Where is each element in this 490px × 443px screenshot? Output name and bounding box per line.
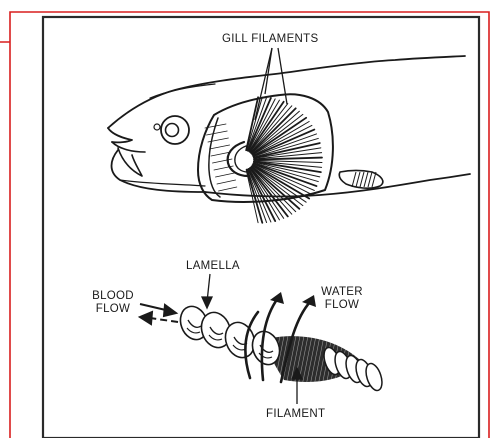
red-frame-border [0, 12, 489, 438]
water-flow-label-line1: WATER [316, 286, 368, 299]
gill-filament-lines [205, 97, 322, 223]
fin-ray [372, 172, 376, 187]
blood-flow-label-line2: FLOW [87, 303, 139, 316]
gill-filament-stroke [213, 159, 233, 163]
gill-filament-stroke [251, 108, 296, 153]
blood-flow-label: BLOOD FLOW [87, 290, 139, 316]
gill-filament-stroke [219, 187, 237, 191]
fish-bottom-contour [205, 174, 470, 196]
diagram-border [43, 17, 479, 438]
lamellae [176, 303, 284, 369]
fish-pupil [166, 124, 179, 137]
filament-tip-ring [363, 362, 385, 393]
fish-lower-jaw [112, 150, 206, 192]
lamella-label: LAMELLA [186, 260, 240, 273]
lamella-pointer [202, 274, 212, 308]
fin-ray [368, 172, 372, 187]
filament-label: FILAMENT [266, 408, 325, 421]
gill-filaments-label: GILL FILAMENTS [222, 33, 318, 46]
gill-filament-stroke [207, 131, 228, 135]
water-flow-label: WATER FLOW [316, 286, 368, 312]
fin-ray [364, 172, 368, 187]
fin-rays [352, 172, 376, 187]
blood-flow-arrows [140, 304, 178, 324]
gill-filaments-pointers [255, 48, 287, 120]
pectoral-fin [339, 171, 383, 189]
gill-filament-stroke [216, 173, 235, 177]
fin-ray [352, 172, 356, 187]
fin-ray [360, 172, 364, 187]
blood-flow-label-line1: BLOOD [87, 290, 139, 303]
gill-filament-stroke [217, 180, 236, 184]
fin-ray [356, 172, 360, 187]
water-flow-label-line2: FLOW [316, 299, 368, 312]
fish-snout [108, 128, 132, 142]
filament-tip-rings [321, 346, 385, 393]
gill-filament-stroke [210, 145, 230, 149]
